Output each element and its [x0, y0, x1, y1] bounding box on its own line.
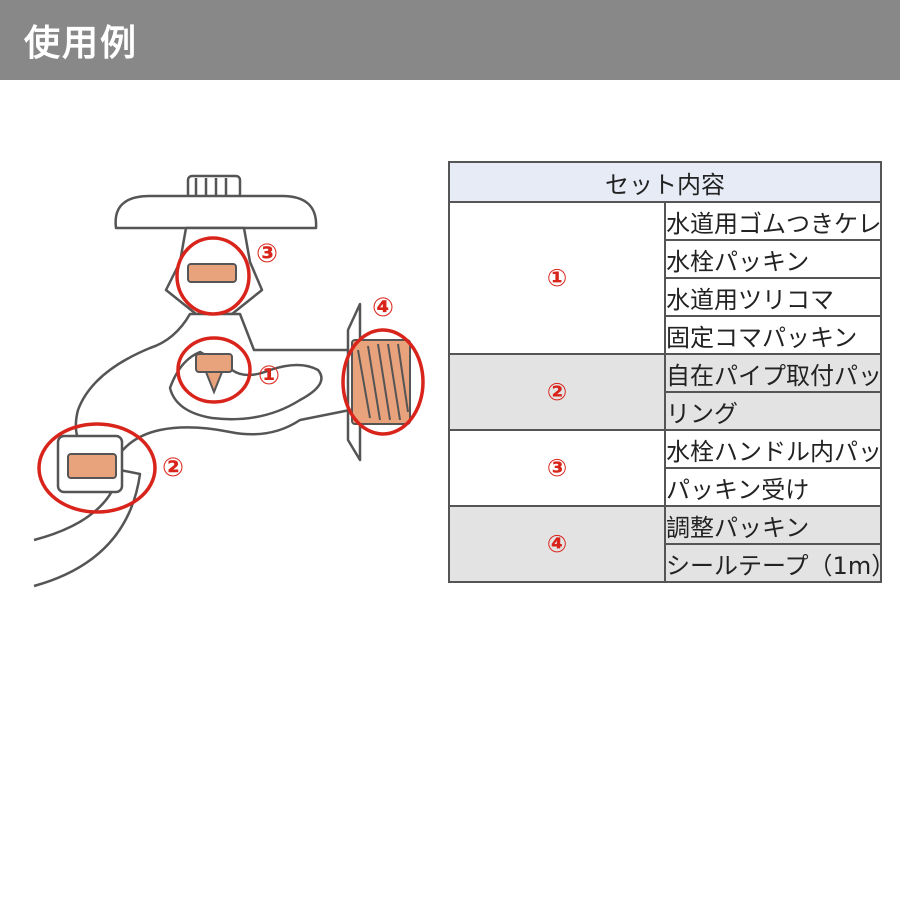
group-label-2: ② [448, 353, 666, 431]
set-item: 水栓パッキン [664, 239, 882, 279]
top-packing [195, 353, 233, 373]
callout-2: ② [162, 453, 184, 483]
group-label-1: ① [448, 201, 666, 355]
highlight-circle-4 [341, 328, 425, 436]
set-item: 水道用ツリコマ [664, 277, 882, 317]
set-contents-header: セット内容 [448, 161, 882, 203]
set-contents-table: セット内容 ① 水道用ゴムつきケレップ 水栓パッキン 水道用ツリコマ 固定コマパ… [448, 161, 882, 583]
set-item: シールテープ（1m） [664, 543, 882, 583]
set-item: 自在パイプ取付パッキン [664, 353, 882, 393]
handle-packing [187, 263, 237, 283]
set-item: 水栓ハンドル内パッキン [664, 429, 882, 469]
set-item: リング [664, 391, 882, 431]
callout-1: ① [258, 361, 280, 391]
set-item: 調整パッキン [664, 505, 882, 545]
faucet-diagram: ③ ① ④ ② [33, 174, 425, 588]
spindle-tip [204, 371, 224, 395]
header-bar: 使用例 [0, 0, 900, 80]
adjustment-packing [351, 339, 411, 425]
callout-3: ③ [256, 239, 278, 269]
supply-pipe [33, 468, 142, 588]
highlight-circle-3 [175, 236, 251, 316]
nozzle-packing [67, 453, 117, 479]
set-item: パッキン受け [664, 467, 882, 507]
highlight-circle-1 [176, 336, 252, 404]
set-item: 水道用ゴムつきケレップ [664, 201, 882, 241]
page-title: 使用例 [24, 23, 139, 64]
highlight-circle-2 [37, 422, 157, 514]
group-label-3: ③ [448, 429, 666, 507]
callout-4: ④ [372, 293, 394, 323]
faucet-handle [114, 194, 318, 230]
set-item: 固定コマパッキン [664, 315, 882, 355]
group-label-4: ④ [448, 505, 666, 583]
